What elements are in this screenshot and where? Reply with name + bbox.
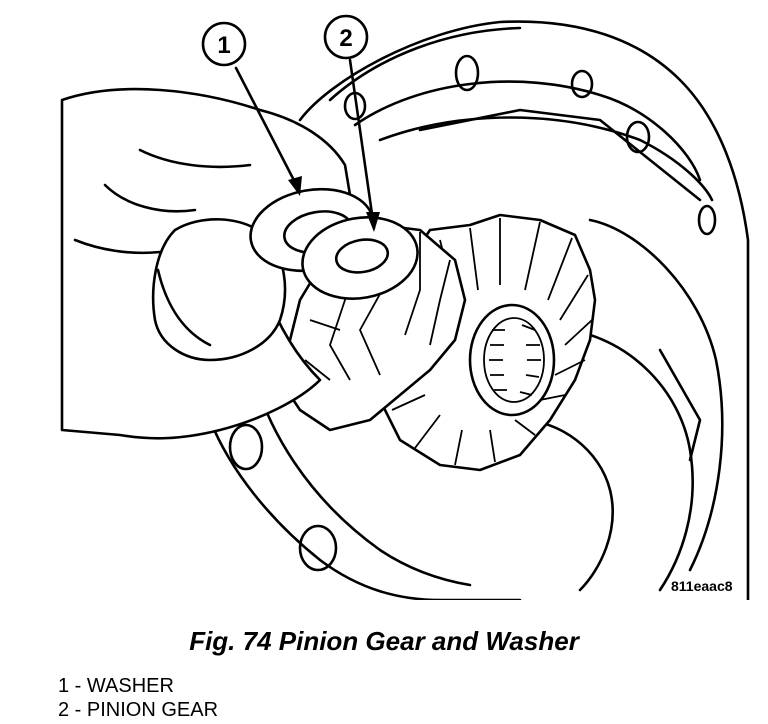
callout-2-number: 2 — [339, 25, 352, 52]
legend-number: 2 — [58, 699, 70, 721]
differential-illustration: 1 2 — [60, 14, 750, 600]
washer — [249, 187, 419, 300]
legend-item-pinion-gear: 2 - PINION GEAR — [58, 698, 218, 722]
callout-2: 2 — [323, 14, 380, 232]
callout-1-number: 1 — [217, 32, 230, 59]
legend-item-washer: 1 - WASHER — [58, 674, 218, 698]
legend-label: PINION GEAR — [86, 699, 219, 721]
figure-caption: Fig. 74 Pinion Gear and Washer — [189, 626, 579, 656]
legend: 1 - WASHER 2 - PINION GEAR — [58, 674, 218, 722]
figure-code: 811eaac8 — [671, 578, 733, 594]
legend-separator: - — [69, 675, 87, 697]
hand — [60, 87, 352, 440]
legend-separator: - — [69, 699, 87, 721]
legend-number: 1 — [58, 675, 70, 697]
callout-1: 1 — [201, 21, 302, 196]
legend-label: WASHER — [86, 675, 174, 697]
